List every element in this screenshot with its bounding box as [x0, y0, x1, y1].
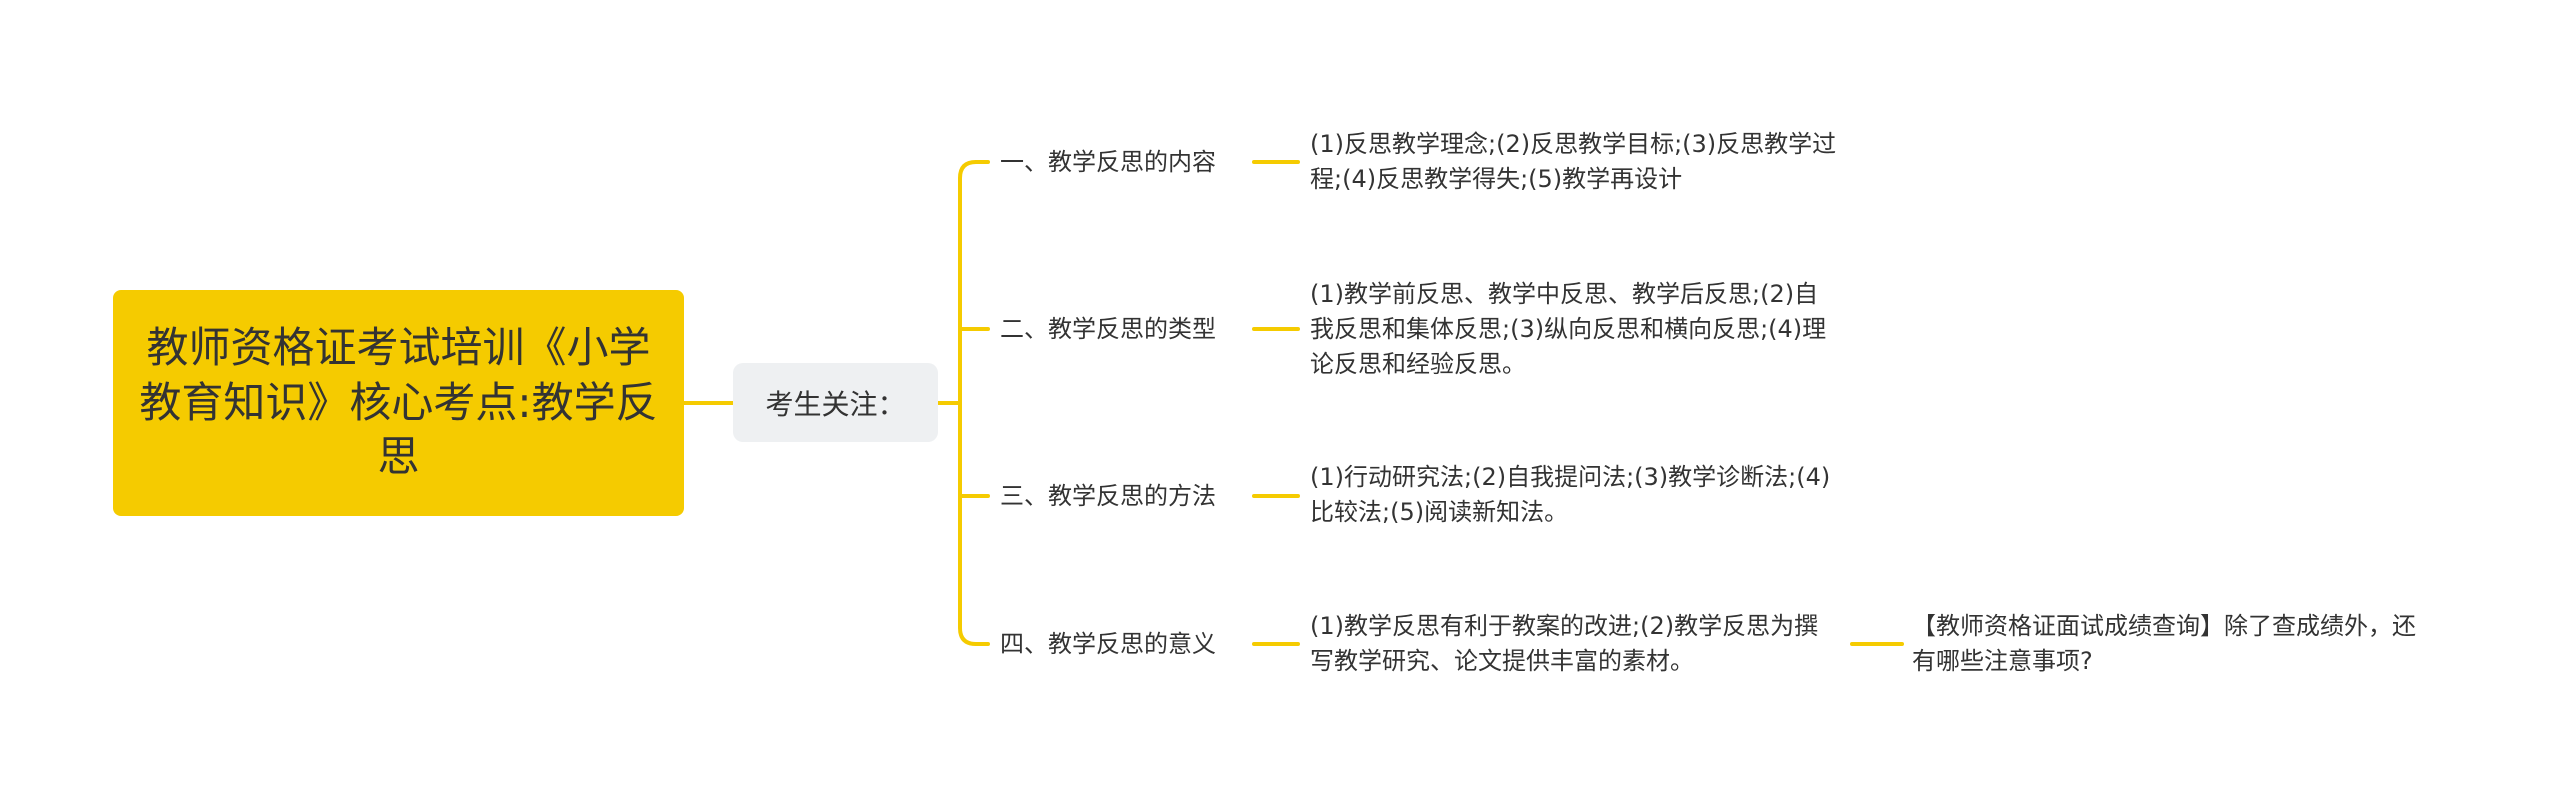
branch-significance[interactable]: 四、教学反思的意义	[1000, 626, 1216, 662]
detail-content[interactable]: (1)反思教学理念;(2)反思教学目标;(3)反思教学过程;(4)反思教学得失;…	[1310, 127, 1840, 197]
branch-content-label: 一、教学反思的内容	[1000, 148, 1216, 176]
hub-node-text: 考生关注：	[765, 387, 906, 421]
hub-node[interactable]: 考生关注：	[733, 363, 938, 442]
branch-types-label: 二、教学反思的类型	[1000, 315, 1216, 343]
branch-content[interactable]: 一、教学反思的内容	[1000, 144, 1216, 180]
detail-methods[interactable]: (1)行动研究法;(2)自我提问法;(3)教学诊断法;(4)比较法;(5)阅读新…	[1310, 460, 1840, 530]
detail-significance[interactable]: (1)教学反思有利于教案的改进;(2)教学反思为撰写教学研究、论文提供丰富的素材…	[1310, 609, 1840, 679]
root-topic[interactable]: 教师资格证考试培训《小学教育知识》核心考点:教学反思	[113, 290, 684, 516]
detail-methods-text: (1)行动研究法;(2)自我提问法;(3)教学诊断法;(4)比较法;(5)阅读新…	[1310, 463, 1831, 526]
connector-spine	[958, 160, 978, 646]
extra-exam-note-text: 【教师资格证面试成绩查询】除了查成绩外，还有哪些注意事项?	[1912, 612, 2416, 675]
branch-methods-label: 三、教学反思的方法	[1000, 482, 1216, 510]
branch-significance-label: 四、教学反思的意义	[1000, 630, 1216, 658]
detail-significance-text: (1)教学反思有利于教案的改进;(2)教学反思为撰写教学研究、论文提供丰富的素材…	[1310, 612, 1819, 675]
detail-types-text: (1)教学前反思、教学中反思、教学后反思;(2)自我反思和集体反思;(3)纵向反…	[1310, 280, 1827, 378]
branch-methods[interactable]: 三、教学反思的方法	[1000, 478, 1216, 514]
detail-types[interactable]: (1)教学前反思、教学中反思、教学后反思;(2)自我反思和集体反思;(3)纵向反…	[1310, 277, 1840, 382]
extra-exam-note[interactable]: 【教师资格证面试成绩查询】除了查成绩外，还有哪些注意事项?	[1912, 609, 2432, 679]
branch-types[interactable]: 二、教学反思的类型	[1000, 311, 1216, 347]
detail-content-text: (1)反思教学理念;(2)反思教学目标;(3)反思教学过程;(4)反思教学得失;…	[1310, 130, 1837, 193]
root-topic-text: 教师资格证考试培训《小学教育知识》核心考点:教学反思	[139, 323, 658, 482]
